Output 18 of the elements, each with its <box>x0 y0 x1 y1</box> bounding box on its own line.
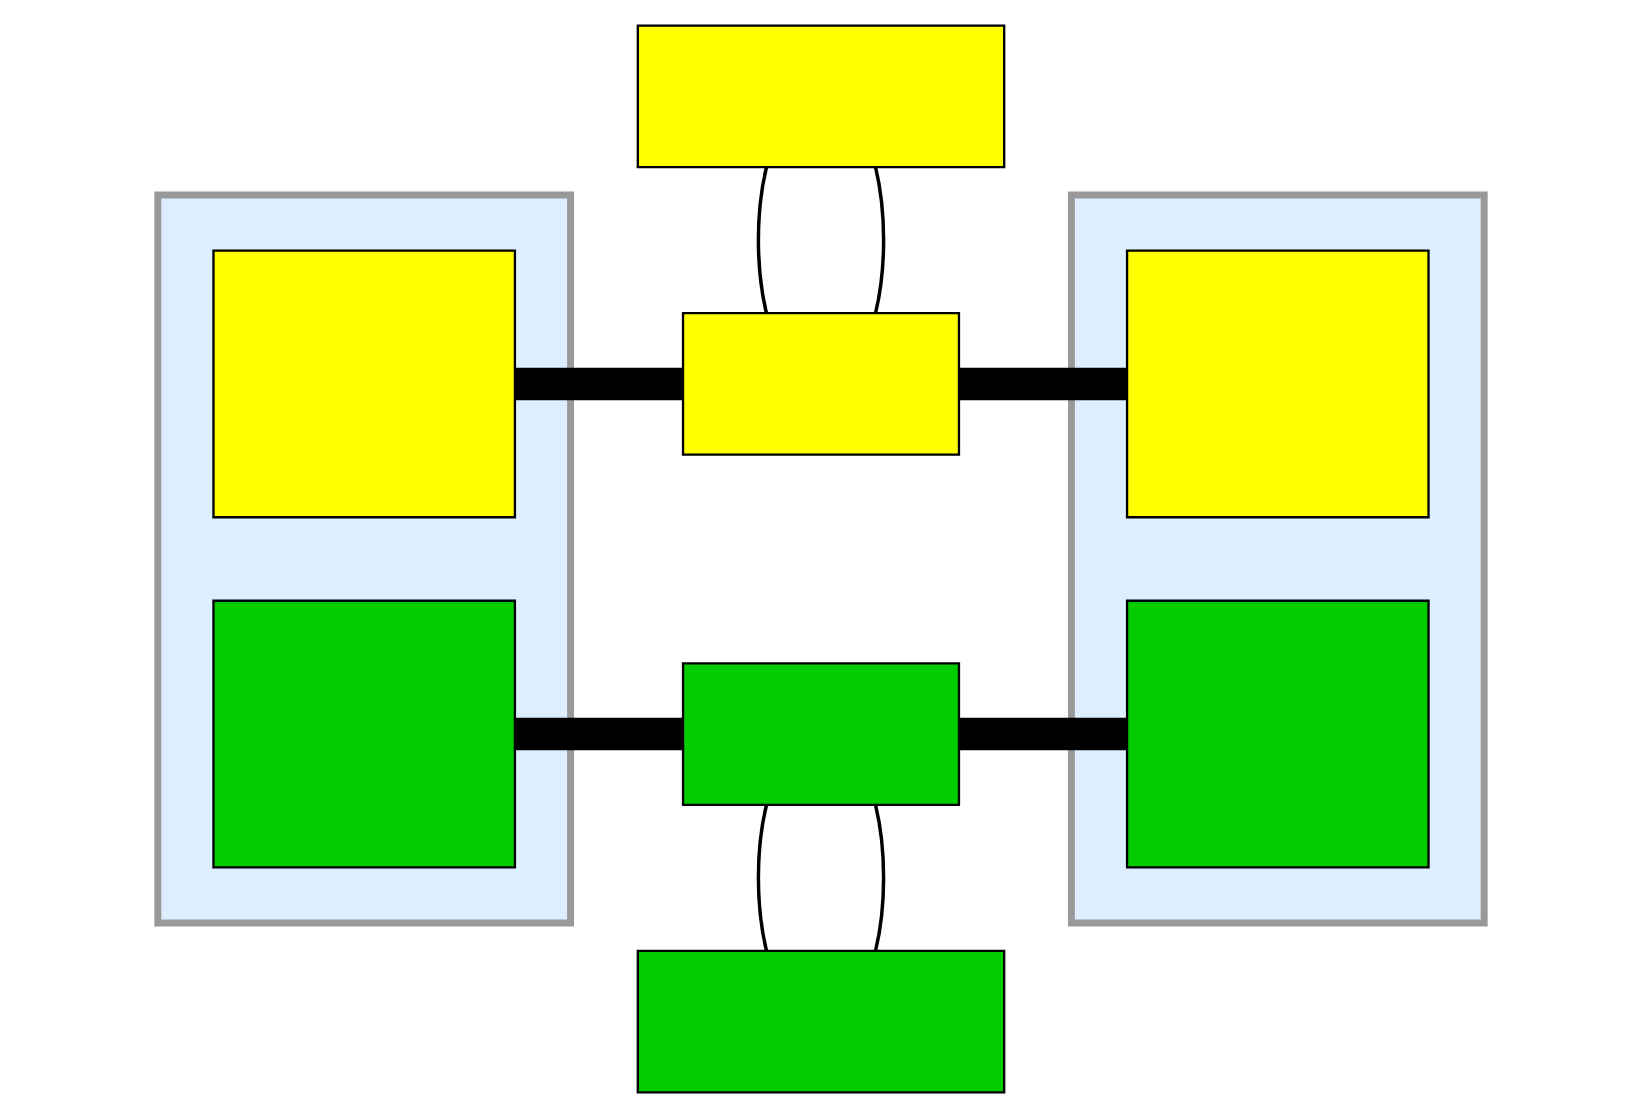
connector <box>959 367 1127 401</box>
cluster <box>154 191 575 927</box>
node-box <box>1125 599 1430 869</box>
node-box <box>1125 249 1430 519</box>
node-box <box>212 599 517 869</box>
node-box <box>212 249 517 519</box>
connector <box>756 166 769 314</box>
connector <box>756 804 769 951</box>
connector <box>873 166 886 314</box>
node-box <box>681 662 961 806</box>
node-box <box>636 24 1006 169</box>
connector <box>515 717 683 751</box>
connector <box>515 367 683 401</box>
node-box <box>636 949 1006 1094</box>
connector <box>873 804 886 951</box>
node-box <box>681 312 961 456</box>
cluster <box>1067 191 1488 927</box>
connector <box>959 717 1127 751</box>
